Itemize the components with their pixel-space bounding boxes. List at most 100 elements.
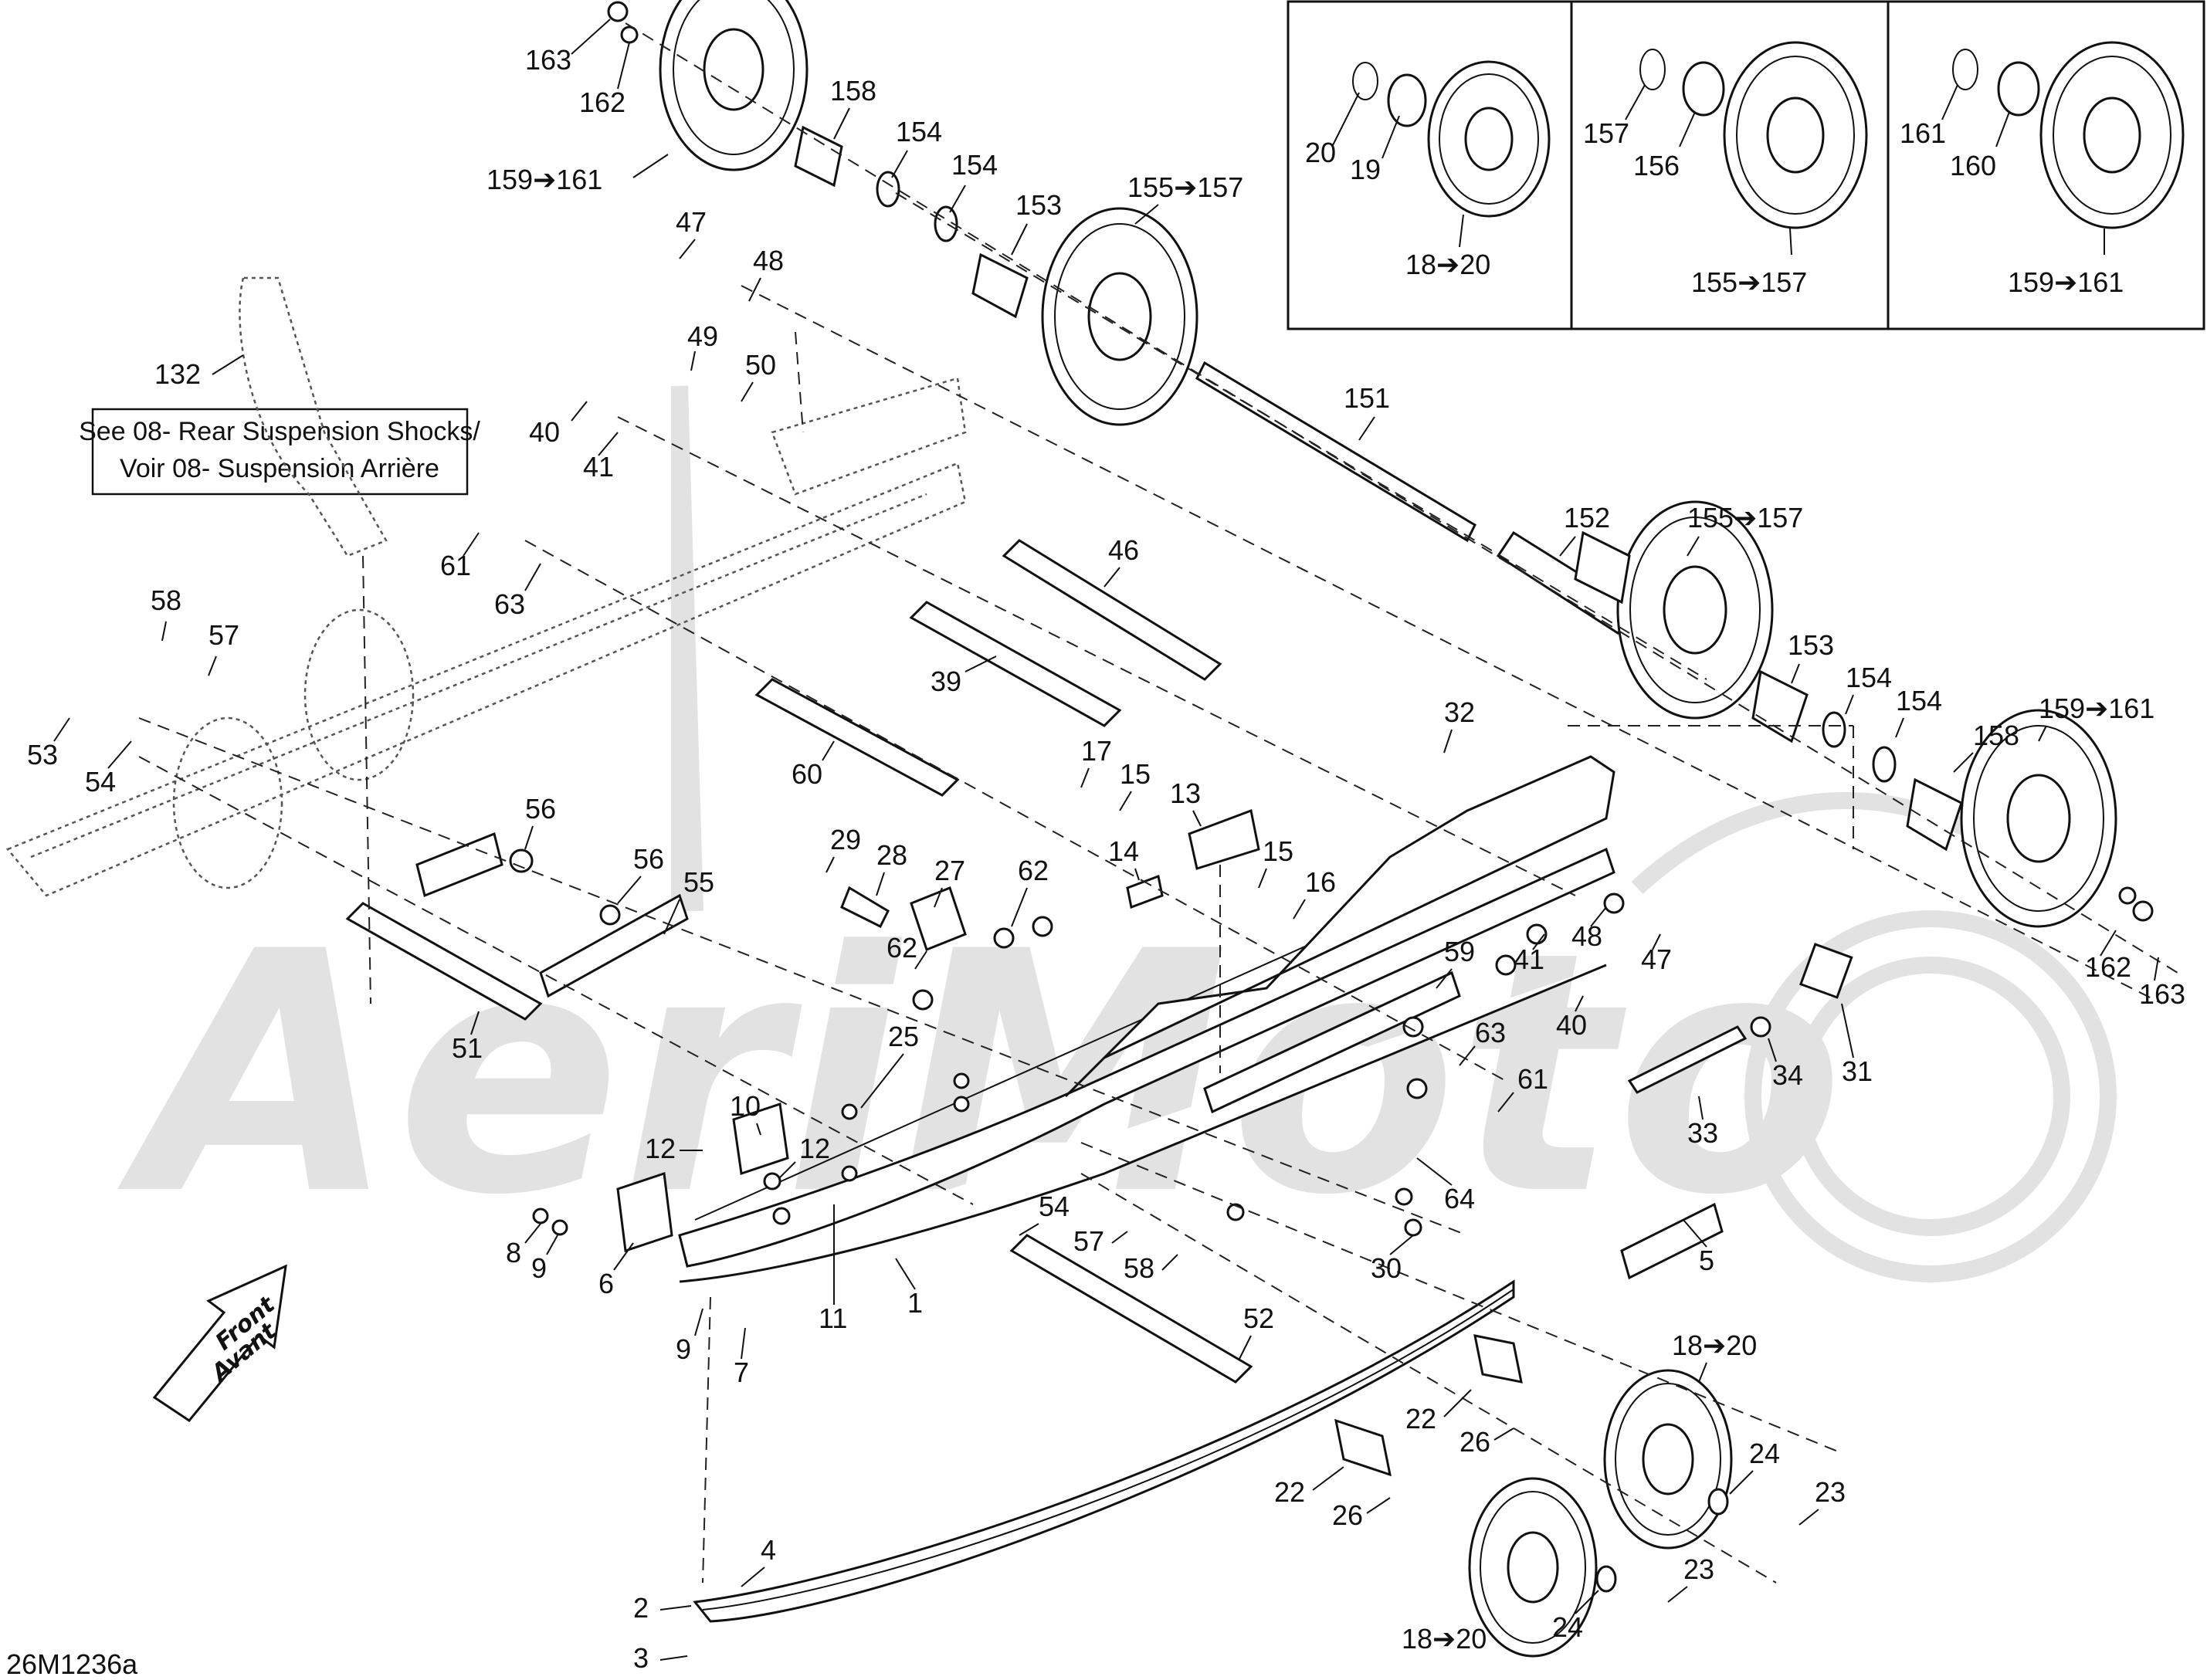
callout-label: 18➔20 — [1672, 1329, 1757, 1361]
inset-panel-2: 157 156 155➔157 — [1583, 41, 1868, 298]
callout-label: 25 — [888, 1021, 919, 1052]
diagram-code: 26M1236a — [6, 1648, 138, 1680]
callout-label: 132 — [154, 358, 201, 390]
callout-label: 4 — [761, 1534, 776, 1566]
callout-label: 6 — [598, 1268, 614, 1299]
callout-label: 34 — [1772, 1059, 1803, 1091]
callout-label: 7 — [734, 1357, 749, 1388]
callout-label: 2 — [633, 1592, 649, 1624]
callout-label: 26 — [1332, 1499, 1363, 1531]
callout-label: 160 — [1950, 150, 1996, 181]
shock-reference-note: See 08- Rear Suspension Shocks/ Voir 08-… — [79, 408, 480, 496]
callout-label: 55 — [683, 866, 714, 898]
callout-label: 23 — [1683, 1553, 1714, 1585]
slider-assembly — [693, 1279, 1515, 1623]
callout-label: 58 — [151, 584, 181, 616]
callout-label: 28 — [876, 839, 907, 871]
shafts — [345, 361, 1748, 1384]
callout-label: 50 — [745, 349, 776, 381]
callout-label: 155➔157 — [1127, 171, 1243, 203]
callout-label: 39 — [931, 666, 961, 697]
callout-label: 159➔161 — [2008, 266, 2124, 298]
callout-label: 29 — [830, 824, 861, 855]
callout-label: 33 — [1687, 1117, 1718, 1149]
small-parts — [415, 1, 2154, 1593]
callout-label: 12 — [799, 1133, 830, 1164]
callout-label: 48 — [1571, 920, 1602, 952]
callout-label: 163 — [525, 44, 571, 76]
callout-label: 154 — [896, 116, 942, 147]
ghost-assembly — [5, 276, 967, 897]
callout-label: 18➔20 — [1402, 1623, 1487, 1655]
inset-panel-1: 20 19 18➔20 — [1305, 60, 1551, 280]
callout-label: 158 — [830, 75, 876, 107]
callout-label: 9 — [531, 1252, 547, 1284]
callout-label: 57 — [208, 619, 239, 651]
callout-label: 8 — [506, 1237, 521, 1268]
callout-label: 18➔20 — [1405, 249, 1490, 280]
callouts: 163 162 159➔161 158 154 154 153 155➔157 … — [27, 19, 2185, 1674]
callout-label: 12 — [645, 1133, 676, 1164]
callout-label: 22 — [1405, 1403, 1436, 1434]
callout-label: 30 — [1371, 1252, 1402, 1284]
callout-label: 161 — [1900, 117, 1946, 149]
callout-label: 158 — [1973, 720, 2019, 751]
callout-label: 61 — [440, 550, 471, 581]
callout-label: 48 — [753, 245, 784, 276]
callout-label: 40 — [1556, 1009, 1587, 1041]
callout-label: 153 — [1015, 189, 1062, 221]
callout-label: 17 — [1081, 735, 1112, 767]
callout-label: 27 — [934, 855, 965, 886]
callout-label: 56 — [633, 843, 664, 875]
callout-label: 10 — [730, 1090, 761, 1122]
callout-label: 153 — [1788, 629, 1834, 661]
rail-assembly — [678, 755, 1615, 1283]
callout-label: 62 — [887, 932, 917, 964]
callout-label: 61 — [1517, 1063, 1548, 1095]
front-arrow: Front Avant — [152, 1264, 287, 1423]
callout-label: 47 — [1641, 943, 1672, 975]
callout-label: 64 — [1444, 1183, 1475, 1214]
callout-label: 154 — [951, 149, 998, 181]
callout-label: 63 — [494, 588, 525, 620]
callout-label: 41 — [1514, 943, 1544, 975]
callout-label: 56 — [525, 793, 556, 825]
callout-label: 157 — [1583, 117, 1629, 149]
callout-label: 5 — [1699, 1245, 1714, 1276]
callout-label: 31 — [1842, 1055, 1873, 1087]
callout-label: 14 — [1108, 835, 1139, 867]
callout-label: 156 — [1633, 150, 1680, 181]
callout-label: 53 — [27, 739, 58, 771]
note-line-1: See 08- Rear Suspension Shocks/ — [79, 417, 480, 446]
callout-label: 163 — [2139, 978, 2185, 1010]
callout-label: 24 — [1749, 1438, 1780, 1469]
callout-label: 159➔161 — [486, 164, 602, 195]
callout-label: 51 — [452, 1032, 483, 1064]
callout-label: 162 — [2085, 951, 2131, 983]
callout-label: 11 — [819, 1302, 847, 1334]
callout-label: 62 — [1018, 855, 1049, 886]
callout-label: 58 — [1124, 1252, 1154, 1284]
callout-label: 32 — [1444, 696, 1475, 728]
callout-label: 47 — [676, 206, 707, 238]
callout-label: 16 — [1305, 866, 1336, 898]
callout-label: 22 — [1274, 1476, 1305, 1508]
callout-label: 159➔161 — [2039, 693, 2154, 724]
callout-label: 46 — [1108, 534, 1139, 566]
callout-label: 15 — [1120, 758, 1151, 790]
callout-label: 1 — [907, 1287, 923, 1319]
callout-label: 52 — [1243, 1302, 1274, 1334]
callout-label: 15 — [1263, 835, 1293, 867]
callout-label: 54 — [85, 766, 116, 798]
callout-label: 155➔157 — [1687, 502, 1803, 533]
callout-label: 20 — [1305, 137, 1336, 168]
alignment-lines — [138, 22, 2178, 1583]
callout-label: 41 — [583, 451, 614, 483]
callout-label: 152 — [1564, 502, 1610, 533]
callout-label: 151 — [1344, 382, 1390, 414]
inset-panels: 20 19 18➔20 157 156 155➔157 — [1287, 0, 2205, 330]
callout-label: 154 — [1846, 662, 1892, 693]
callout-label: 60 — [792, 758, 822, 790]
callout-label: 154 — [1896, 685, 1942, 716]
